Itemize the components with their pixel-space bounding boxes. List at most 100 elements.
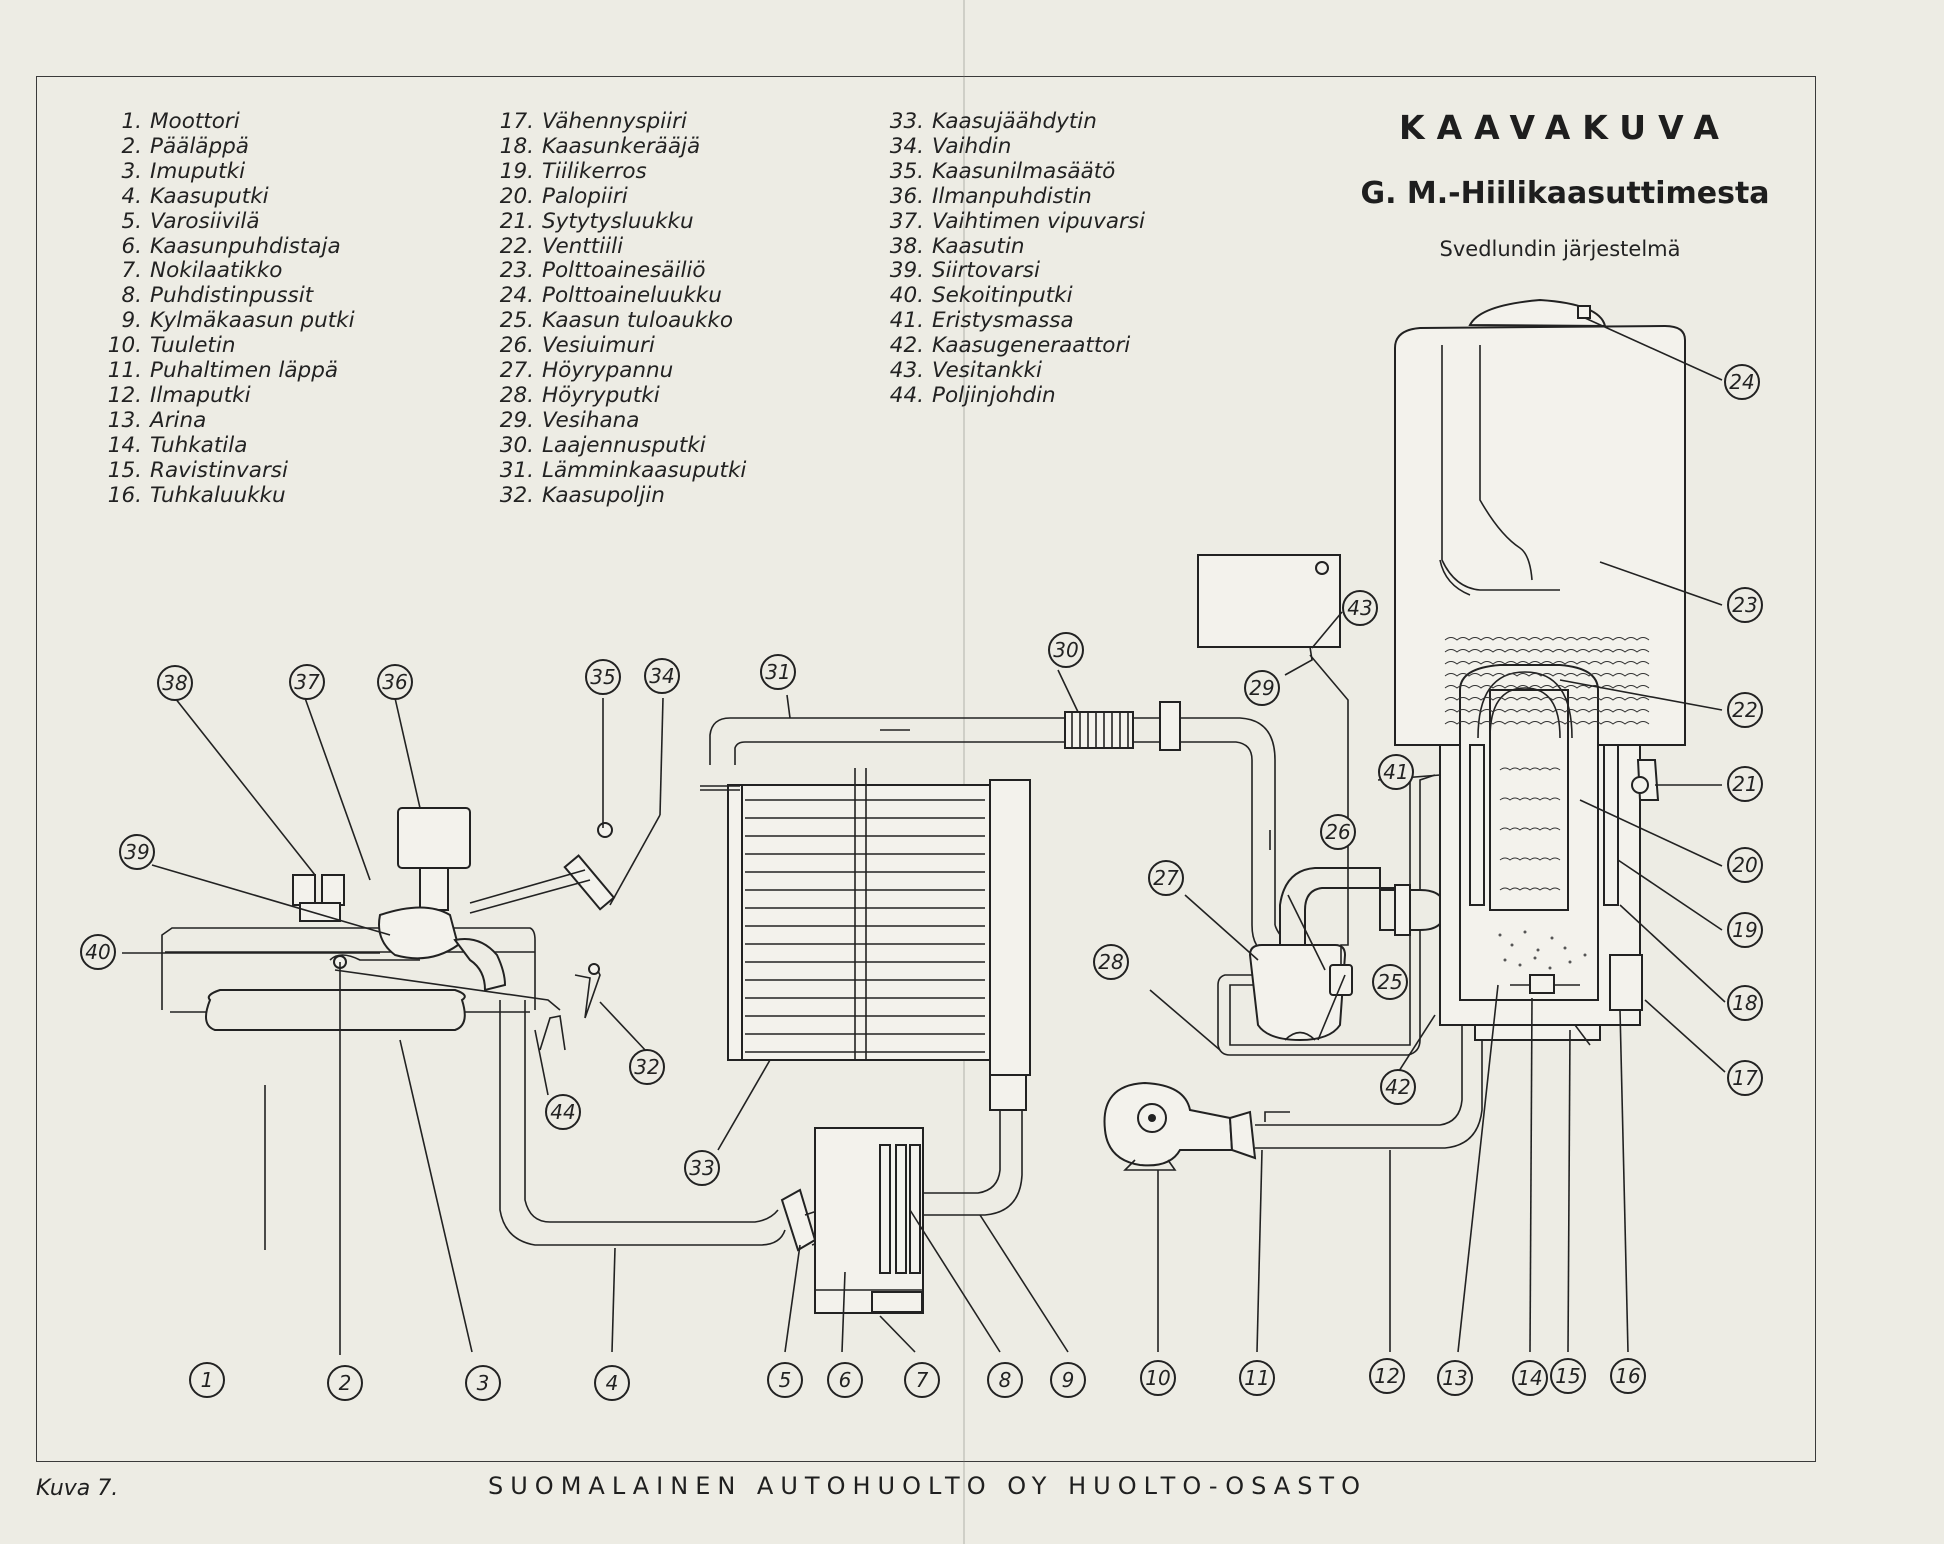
legend-text: Palopiiri xyxy=(542,183,628,209)
legend-text: Vaihdin xyxy=(932,133,1012,159)
callout-28: 28 xyxy=(1093,944,1129,980)
legend-item: 12.Ilmaputki xyxy=(98,383,355,409)
callout-circle xyxy=(1610,1358,1646,1394)
legend-text: Kaasunkerääjä xyxy=(542,133,701,159)
legend-text: Imuputki xyxy=(150,158,246,184)
legend-item: 4.Kaasuputki xyxy=(98,184,355,210)
legend-number: 39. xyxy=(889,258,924,284)
callout-22: 22 xyxy=(1727,692,1763,728)
legend-number: 43. xyxy=(889,358,924,384)
legend-text: Varosiivilä xyxy=(150,208,260,234)
callout-number: 17 xyxy=(1732,1066,1758,1090)
legend-text: Vesihana xyxy=(542,407,640,433)
callout-number: 28 xyxy=(1098,950,1123,974)
legend-text: Tuuletin xyxy=(150,333,236,359)
callout-2: 2 xyxy=(327,1365,363,1401)
callout-circle xyxy=(157,665,193,701)
legend-number: 15. xyxy=(107,457,142,483)
callout-24: 24 xyxy=(1724,364,1760,400)
callout-circle xyxy=(1437,1360,1473,1396)
callout-number: 13 xyxy=(1442,1366,1467,1390)
callout-number: 18 xyxy=(1732,991,1757,1015)
legend-number: 36. xyxy=(889,183,924,209)
callout-38: 38 xyxy=(157,665,193,701)
callout-circle xyxy=(1093,944,1129,980)
legend-text: Arina xyxy=(150,407,207,433)
legend-number: 32. xyxy=(499,482,534,508)
callout-circle xyxy=(1148,860,1184,896)
legend-text: Tuhkaluukku xyxy=(150,482,286,508)
fuel-lid xyxy=(1468,298,1607,328)
callout-number: 25 xyxy=(1377,970,1402,994)
callout-circle xyxy=(629,1049,665,1085)
callout-number: 26 xyxy=(1325,820,1350,844)
legend-text: Tiilikerros xyxy=(542,158,647,184)
legend-text: Kylmäkaasun putki xyxy=(150,308,355,334)
legend-number: 18. xyxy=(499,133,534,159)
legend-number: 5. xyxy=(121,208,142,234)
callout-circle xyxy=(760,654,796,690)
callout-21: 21 xyxy=(1727,766,1763,802)
legend-item: 2.Pääläppä xyxy=(98,134,355,160)
callout-number: 38 xyxy=(162,671,187,695)
callout-number: 34 xyxy=(649,664,674,688)
legend-item: 22.Venttiili xyxy=(490,234,746,260)
legend-text: Laajennusputki xyxy=(542,432,706,458)
legend-number: 41. xyxy=(889,308,924,334)
legend-number: 29. xyxy=(499,407,534,433)
legend-number: 11. xyxy=(107,358,142,384)
intake-manifold xyxy=(205,989,466,1031)
callout-30: 30 xyxy=(1048,632,1084,668)
legend-item: 9.Kylmäkaasun putki xyxy=(98,308,355,334)
callout-circle xyxy=(327,1365,363,1401)
leader-lines xyxy=(122,317,1726,1355)
legend-item: 43.Vesitankki xyxy=(880,358,1145,384)
legend-number: 40. xyxy=(889,283,924,309)
legend-item: 35.Kaasunilmasäätö xyxy=(880,158,1145,185)
callout-7: 7 xyxy=(904,1362,940,1398)
callout-35: 35 xyxy=(585,659,621,695)
legend-text: Moottori xyxy=(150,109,240,134)
legend-number: 21. xyxy=(499,208,534,234)
callout-circle xyxy=(684,1150,720,1186)
gas-cooler xyxy=(734,784,1011,1061)
callout-number: 14 xyxy=(1517,1366,1542,1390)
legend-item: 17. Vähennyspiiri xyxy=(490,109,746,135)
legend-item: 29. Vesihana xyxy=(490,407,746,434)
callout-number: 44 xyxy=(550,1100,575,1124)
callout-39: 39 xyxy=(119,834,155,870)
legend-text: Kaasunilmasäätö xyxy=(932,158,1116,184)
legend-number: 7. xyxy=(121,258,142,284)
callout-number: 4 xyxy=(606,1371,619,1395)
legend-item: 42.Kaasugeneraattori xyxy=(880,333,1145,359)
legend-text: Vähennyspiiri xyxy=(542,109,687,134)
callout-36: 36 xyxy=(377,664,413,700)
legend-text: Kaasujäähdytin xyxy=(932,109,1097,134)
callout-circle xyxy=(1369,1358,1405,1394)
callout-number: 43 xyxy=(1347,596,1372,620)
engine-block xyxy=(161,927,536,1010)
legend-item: 18. Kaasunkerääjä xyxy=(490,133,746,160)
diagram-title: KAAVAKUVA xyxy=(1399,108,1731,147)
legend-number: 17. xyxy=(499,109,534,134)
legend-item: 23.Polttoainesäiliö xyxy=(490,258,746,284)
callout-number: 19 xyxy=(1732,918,1757,942)
mixer xyxy=(378,906,460,960)
legend-item: 7.Nokilaatikko xyxy=(98,258,355,284)
legend-number: 30. xyxy=(499,432,534,458)
legend-text: Sytytysluukku xyxy=(542,208,694,234)
fuel-tank xyxy=(1394,324,1686,746)
callout-number: 35 xyxy=(590,665,615,689)
callout-circle xyxy=(1380,1069,1416,1105)
legend-number: 33. xyxy=(889,109,924,134)
callout-number: 27 xyxy=(1153,866,1179,890)
legend-item: 30. Laajennusputki xyxy=(490,432,746,459)
legend-item: 11.Puhaltimen läppä xyxy=(98,358,355,384)
callout-circle xyxy=(377,664,413,700)
callout-circle xyxy=(1727,692,1763,728)
callout-circle xyxy=(767,1362,803,1398)
page-fold xyxy=(963,0,965,1544)
